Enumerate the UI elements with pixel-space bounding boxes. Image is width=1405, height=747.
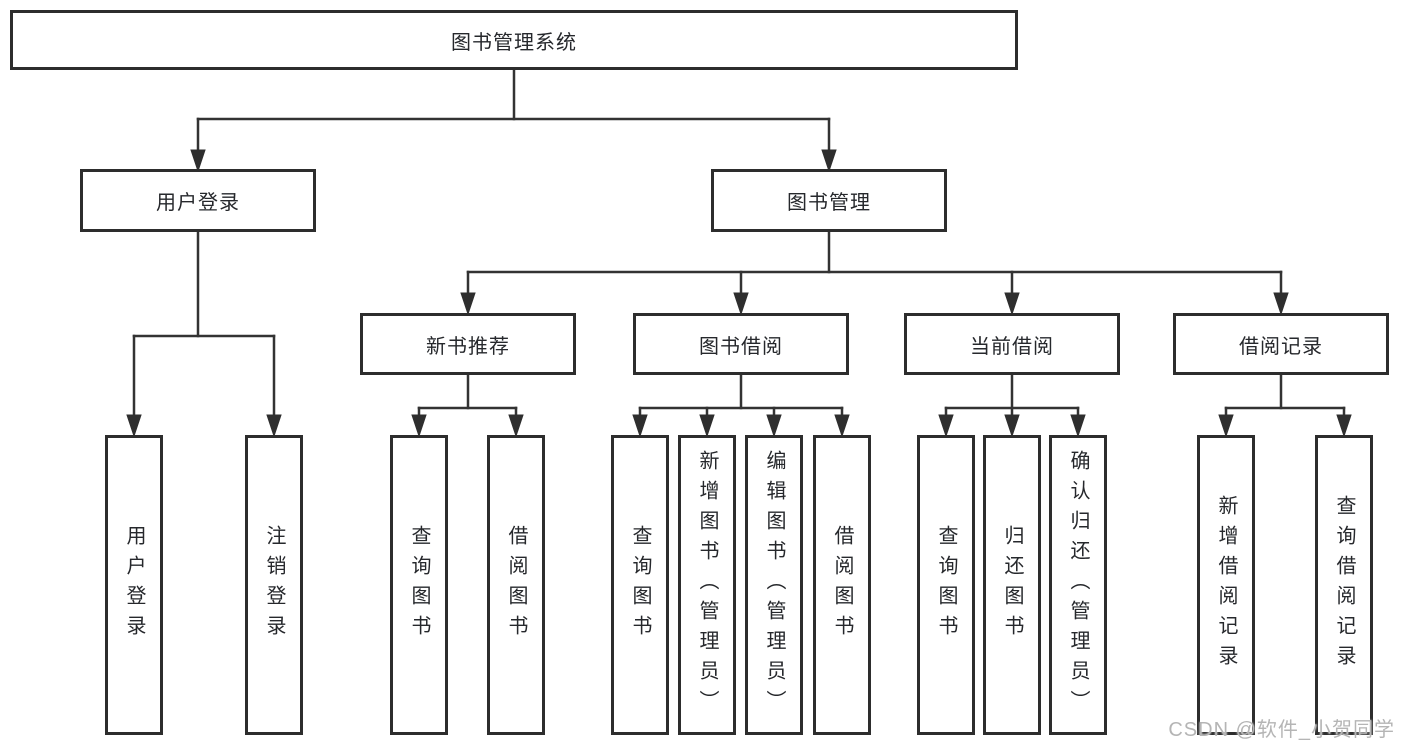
node-user-login-label: 用户登录 [156, 192, 240, 214]
leaf-logout-label: 注销登录 [263, 525, 285, 645]
leaf-current-return-books-label: 归还图书 [1001, 525, 1023, 645]
leaf-borrow-add-books: 新增图书（管理员） [678, 435, 736, 735]
node-root: 图书管理系统 [10, 10, 1018, 70]
node-new-book-recommend: 新书推荐 [360, 313, 576, 375]
node-current-borrow: 当前借阅 [904, 313, 1120, 375]
node-user-login: 用户登录 [80, 169, 316, 232]
node-new-book-recommend-label: 新书推荐 [426, 335, 510, 358]
node-book-management: 图书管理 [711, 169, 947, 232]
leaf-borrow-edit-books-label: 编辑图书（管理员） [763, 450, 785, 720]
leaf-logout: 注销登录 [245, 435, 303, 735]
node-current-borrow-label: 当前借阅 [970, 335, 1054, 358]
leaf-current-query-books: 查询图书 [917, 435, 975, 735]
leaf-records-query-record-label: 查询借阅记录 [1333, 495, 1355, 675]
leaf-records-add-record: 新增借阅记录 [1197, 435, 1255, 735]
leaf-borrow-query-books-label: 查询图书 [629, 525, 651, 645]
node-root-label: 图书管理系统 [451, 31, 577, 54]
leaf-recommend-query-books-label: 查询图书 [408, 525, 430, 645]
leaf-borrow-query-books: 查询图书 [611, 435, 669, 735]
node-book-borrow-label: 图书借阅 [699, 335, 783, 358]
leaf-borrow-edit-books: 编辑图书（管理员） [745, 435, 803, 735]
leaf-current-confirm-return: 确认归还（管理员） [1049, 435, 1107, 735]
leaf-recommend-borrow-books-label: 借阅图书 [505, 525, 527, 645]
leaf-records-query-record: 查询借阅记录 [1315, 435, 1373, 735]
leaf-current-query-books-label: 查询图书 [935, 525, 957, 645]
node-book-borrow: 图书借阅 [633, 313, 849, 375]
node-book-management-label: 图书管理 [787, 192, 871, 214]
leaf-recommend-query-books: 查询图书 [390, 435, 448, 735]
leaf-current-return-books: 归还图书 [983, 435, 1041, 735]
leaf-borrow-add-books-label: 新增图书（管理员） [696, 450, 718, 720]
node-borrow-records-label: 借阅记录 [1239, 335, 1323, 358]
leaf-borrow-borrow-books-label: 借阅图书 [831, 525, 853, 645]
leaf-user-login: 用户登录 [105, 435, 163, 735]
leaf-recommend-borrow-books: 借阅图书 [487, 435, 545, 735]
leaf-user-login-label: 用户登录 [123, 525, 145, 645]
leaf-borrow-borrow-books: 借阅图书 [813, 435, 871, 735]
node-borrow-records: 借阅记录 [1173, 313, 1389, 375]
leaf-current-confirm-return-label: 确认归还（管理员） [1067, 450, 1089, 720]
leaf-records-add-record-label: 新增借阅记录 [1215, 495, 1237, 675]
